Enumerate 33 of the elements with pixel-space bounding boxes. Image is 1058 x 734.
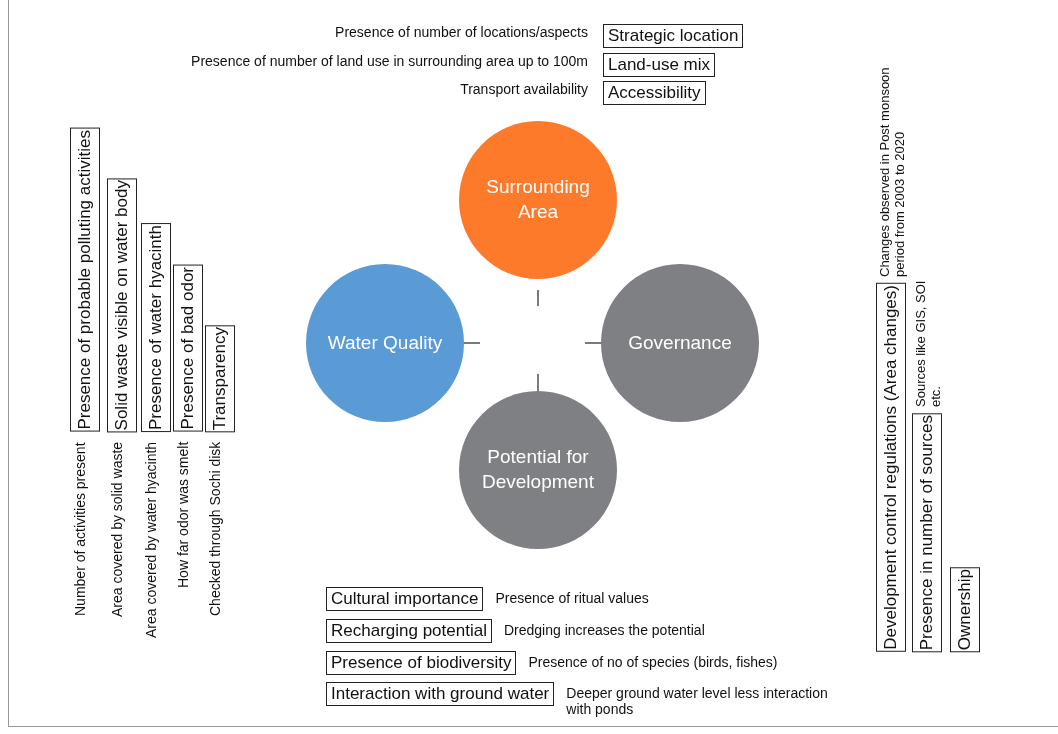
indicator-description: Sources like GIS, SOI etc. [914,279,944,407]
indicator-description: Dredging increases the potential [503,622,705,638]
indicator-description: Changes observed in Post monsoon period from 2003 to 2020 [878,66,908,278]
indicator-description: Presence of number of locations/aspects [335,24,589,40]
category-circle: Water Quality [306,264,464,422]
indicator-description: Area covered by water hyacinth [143,442,159,641]
category-circle: Governance [601,264,759,422]
indicator-box: Development control regulations (Area changes) [876,283,906,652]
indicator-box: Presence of bad odor [173,265,203,432]
indicator-box: Solid waste visible on water body [107,177,137,432]
indicator-box: Presence of biodiversity [326,651,517,675]
indicator-box: Presence of water hyacinth [141,222,171,432]
category-circle: Potential for Development [459,391,617,549]
indicator-description: Deeper ground water level less interaction with ponds [566,685,829,717]
indicator-box: Ownership [950,566,980,652]
category-circle: Surrounding Area [459,121,617,279]
indicator-box: Strategic location [603,24,744,48]
indicator-description: Area covered by solid waste [109,442,125,620]
indicator-box: Transparency [205,324,235,432]
indicator-description: Number of activities present [72,442,88,618]
indicator-description: How far odor was smelt [175,442,191,591]
indicator-box: Accessibility [603,81,706,105]
indicator-box: Presence of probable polluting activities [70,128,100,432]
indicator-box: Presence in number of sources [912,412,942,652]
indicator-box: Cultural importance [326,587,484,611]
indicator-description: Presence of ritual values [495,590,649,606]
indicator-description: Presence of no of species (birds, fishes) [528,654,778,670]
indicator-description: Presence of number of land use in surrounding area up to 100m [191,53,589,69]
indicator-description: Transport availability [460,81,589,97]
indicator-box: Recharging potential [326,619,492,643]
indicator-box: Land-use mix [603,53,716,77]
indicator-box: Interaction with ground water [326,682,555,706]
indicator-description: Checked through Sochi disk [207,442,223,619]
